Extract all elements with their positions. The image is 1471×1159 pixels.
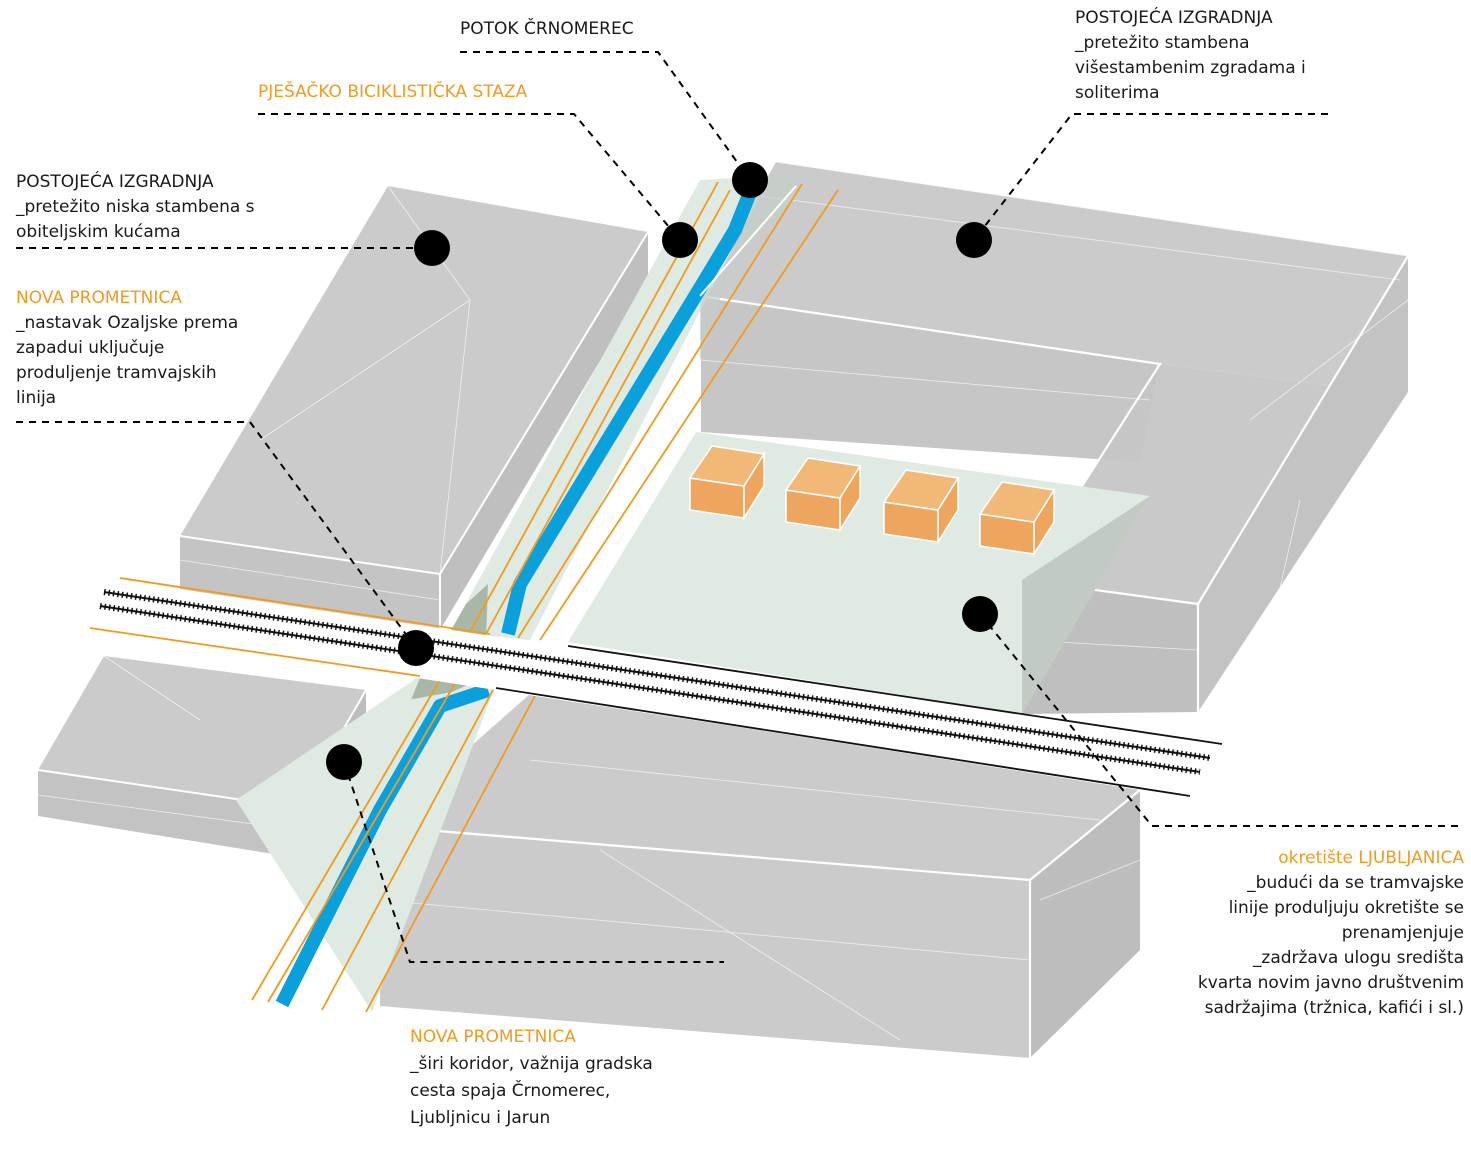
label-pjesacko-biciklisticka-staza: PJEŠAČKO BICIKLISTIČKA STAZA bbox=[258, 80, 527, 105]
label-line: zapadui uključuje bbox=[16, 338, 165, 358]
marker-prometnica-bottom bbox=[326, 744, 362, 780]
marker-okretiste bbox=[962, 596, 998, 632]
label-title: POTOK ČRNOMEREC bbox=[460, 19, 634, 39]
leader-staza bbox=[258, 113, 681, 241]
label-line: obiteljskim kućama bbox=[16, 222, 181, 242]
marker-prometnica-left bbox=[398, 630, 434, 666]
building-block-top-left bbox=[179, 185, 649, 630]
label-line: Ljubljnicu i Jarun bbox=[410, 1108, 551, 1128]
kiosk-group bbox=[688, 445, 1056, 557]
label-line: _pretežito niska stambena s bbox=[16, 197, 255, 217]
leader-lines bbox=[16, 51, 1462, 963]
kiosk-1 bbox=[688, 445, 766, 521]
kiosk-3 bbox=[882, 469, 960, 545]
label-title: POSTOJEĆA IZGRADNJA bbox=[16, 172, 214, 192]
label-potok-crnomerec: POTOK ČRNOMEREC bbox=[460, 17, 634, 42]
label-title: NOVA PROMETNICA bbox=[410, 1027, 576, 1047]
label-line: _širi koridor, važnija gradska bbox=[410, 1054, 653, 1074]
tram-track-1 bbox=[103, 589, 1211, 761]
label-line: linija bbox=[16, 388, 57, 408]
label-line: soliterima bbox=[1075, 83, 1160, 103]
label-okretiste-ljubljanica: okretište LJUBLJANICA _budući da se tram… bbox=[1198, 846, 1464, 1021]
label-line: linije produljuju okretište se bbox=[1228, 898, 1464, 918]
label-line: cesta spaja Črnomerec, bbox=[410, 1081, 611, 1101]
label-line: _zadržava ulogu središta bbox=[1252, 948, 1464, 968]
tram-track-2 bbox=[99, 603, 1201, 775]
label-line: prenamjenjuje bbox=[1341, 923, 1464, 943]
label-postojeca-izgradnja-left: POSTOJEĆA IZGRADNJA _pretežito niska sta… bbox=[16, 170, 255, 245]
marker-izgradnja-right bbox=[956, 222, 992, 258]
leader-prometnica-bottom bbox=[343, 761, 724, 963]
leader-potok bbox=[460, 51, 751, 181]
label-line: sadržajima (tržnica, kafići i sl.) bbox=[1204, 998, 1464, 1018]
label-line: kvarta novim javno društvenim bbox=[1197, 973, 1464, 993]
marker-potok bbox=[732, 162, 768, 198]
label-line: _nastavak Ozaljske prema bbox=[16, 313, 239, 333]
label-postojeca-izgradnja-right: POSTOJEĆA IZGRADNJA _pretežito stambena … bbox=[1075, 6, 1306, 106]
road-tram-corridor bbox=[89, 577, 1223, 797]
label-nova-prometnica-left: NOVA PROMETNICA _nastavak Ozaljske prema… bbox=[16, 286, 238, 411]
markers bbox=[326, 162, 998, 780]
label-title: POSTOJEĆA IZGRADNJA bbox=[1075, 8, 1273, 28]
label-title: NOVA PROMETNICA bbox=[16, 288, 182, 308]
marker-staza bbox=[662, 222, 698, 258]
stream-corridor-north bbox=[450, 176, 839, 641]
stream-corridor-south bbox=[236, 676, 537, 1013]
marker-izgradnja-left bbox=[414, 230, 450, 266]
label-line: _budući da se tramvajske bbox=[1247, 873, 1464, 893]
label-title: okretište LJUBLJANICA bbox=[1278, 848, 1464, 868]
building-block-top-right bbox=[699, 161, 1409, 721]
kiosk-2 bbox=[784, 457, 862, 533]
label-line: produljenje tramvajskih bbox=[16, 363, 217, 383]
label-line: višestambenim zgradama i bbox=[1075, 58, 1306, 78]
label-line: _pretežito stambena bbox=[1075, 33, 1250, 53]
label-title: PJEŠAČKO BICIKLISTIČKA STAZA bbox=[258, 82, 528, 102]
kiosk-4 bbox=[978, 481, 1056, 557]
leader-prometnica-left bbox=[16, 421, 417, 649]
label-nova-prometnica-bottom: NOVA PROMETNICA _širi koridor, važnija g… bbox=[410, 1024, 653, 1132]
